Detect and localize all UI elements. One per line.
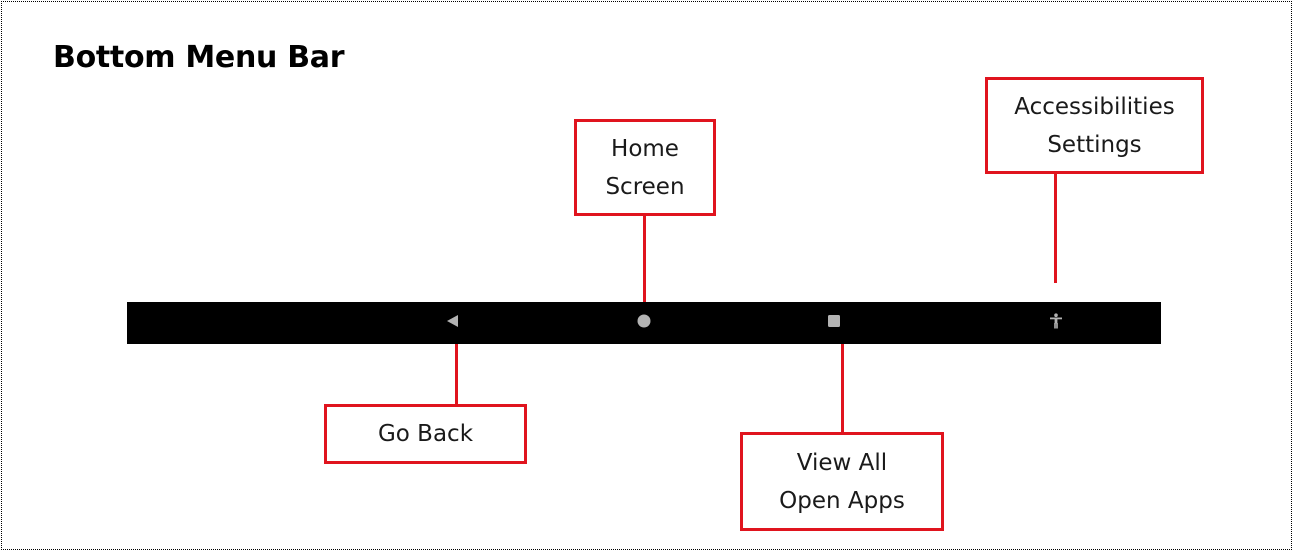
bottom-navigation-bar <box>127 302 1161 344</box>
view-all-open-apps-label: View All Open Apps <box>779 449 905 514</box>
home-screen-label: Home Screen <box>605 135 685 200</box>
accessibility-connector-line <box>1054 172 1057 283</box>
accessibility-button[interactable] <box>1044 302 1068 344</box>
accessibility-settings-label: Accessibilities Settings <box>1014 93 1175 158</box>
home-screen-callout: Home Screen <box>574 119 716 216</box>
home-connector-line <box>643 213 646 302</box>
go-back-label: Go Back <box>377 421 474 447</box>
accessibility-person-icon <box>1049 312 1063 334</box>
recents-connector-line <box>841 336 844 435</box>
back-connector-line <box>455 336 458 407</box>
accessibility-settings-callout: Accessibilities Settings <box>985 77 1204 174</box>
page-title: Bottom Menu Bar <box>53 40 345 75</box>
recents-square-icon <box>827 314 841 333</box>
back-button[interactable] <box>441 302 465 344</box>
recents-button[interactable] <box>822 302 846 344</box>
view-all-open-apps-callout: View All Open Apps <box>740 432 944 531</box>
back-triangle-icon <box>446 314 460 333</box>
home-circle-icon <box>637 314 651 333</box>
go-back-callout: Go Back <box>324 404 527 464</box>
home-button[interactable] <box>632 302 656 344</box>
